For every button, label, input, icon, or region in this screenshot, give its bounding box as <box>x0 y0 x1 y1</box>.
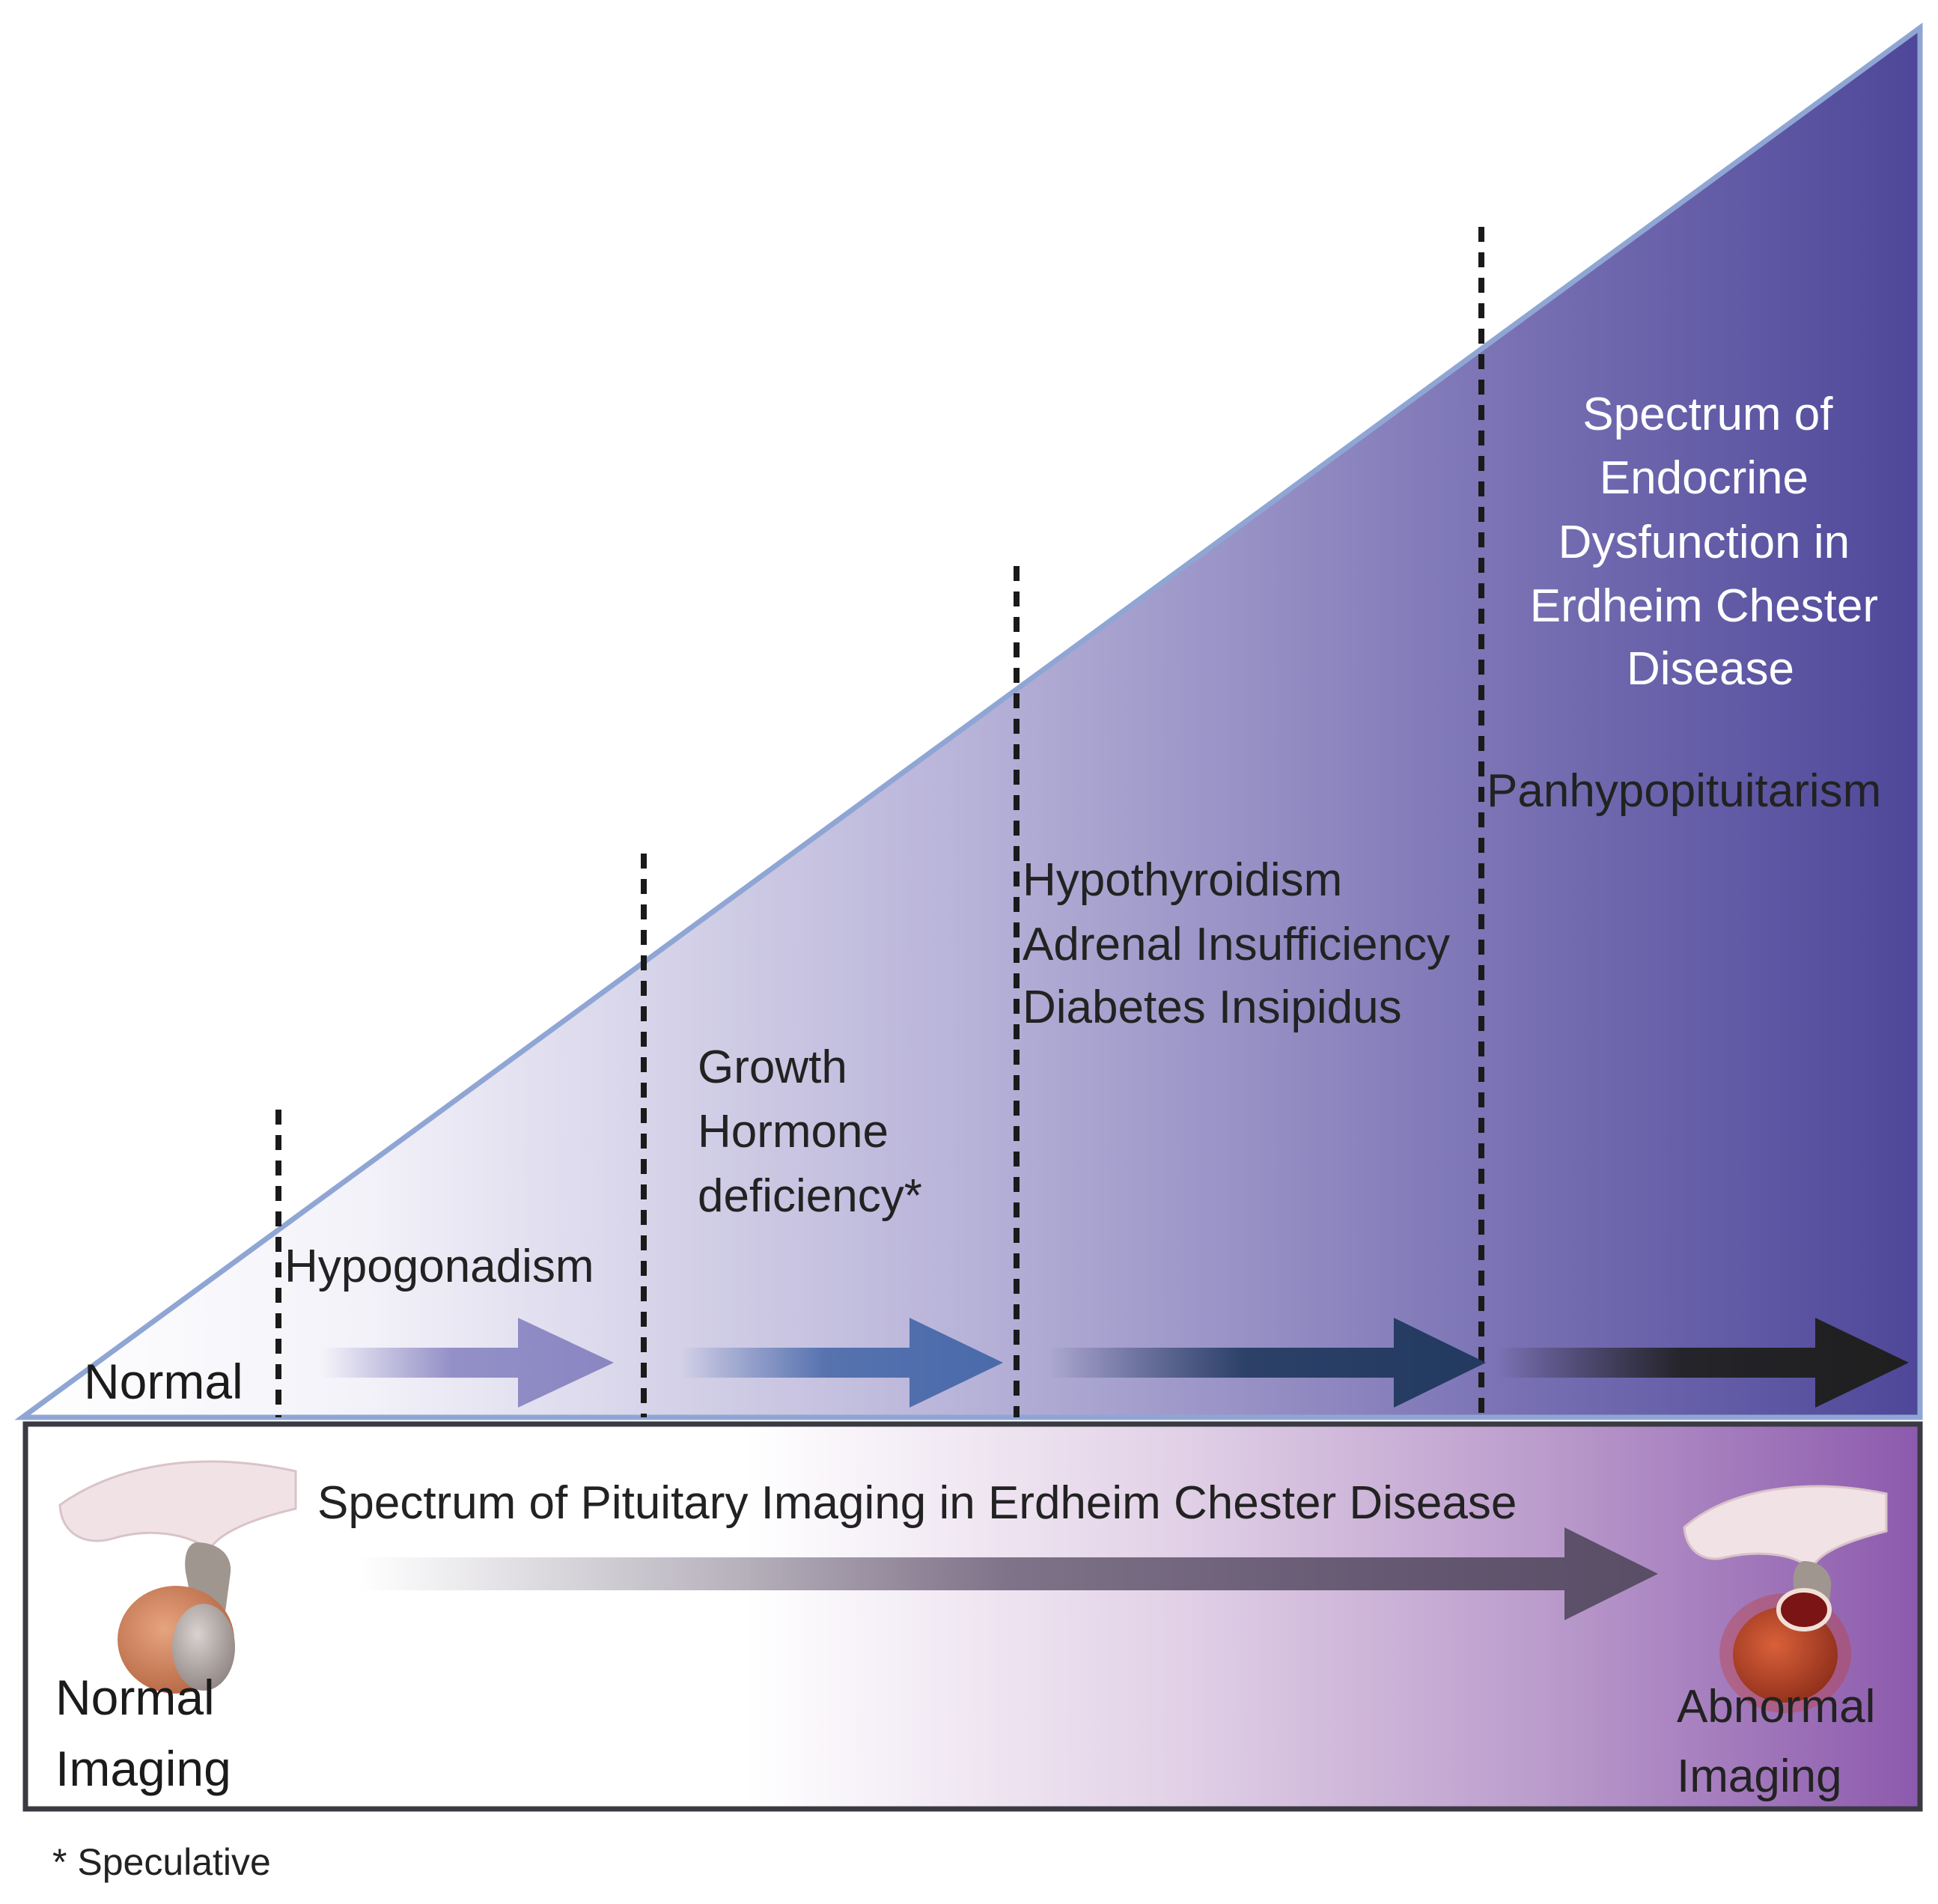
imaging-bar-title: Spectrum of Pituitary Imaging in Erdheim… <box>317 1477 1517 1529</box>
normal-imaging-label: Normal Imaging <box>55 1670 231 1796</box>
progression-arrow-4 <box>1497 1318 1909 1408</box>
imaging-progression-arrow <box>359 1527 1658 1620</box>
endocrine-spectrum-triangle <box>14 22 1923 1420</box>
progression-arrow-3 <box>1048 1318 1486 1408</box>
stage-label-multi-hormone: Hypothyroidism Adrenal Insufficiency Dia… <box>1023 854 1463 1033</box>
abnormal-imaging-label: Abnormal Imaging <box>1677 1681 1889 1802</box>
progression-arrow-2 <box>681 1318 1003 1408</box>
speculative-footnote: * Speculative <box>52 1841 271 1883</box>
normal-pituitary-icon <box>58 1460 297 1694</box>
stage-label-hypogonadism: Hypogonadism <box>284 1241 594 1292</box>
progression-arrow-1 <box>322 1318 614 1408</box>
stage-label-panhypopituitarism: Panhypopituitarism <box>1487 765 1881 817</box>
stage-label-normal: Normal <box>84 1354 243 1409</box>
abnormal-pituitary-icon <box>1683 1485 1888 1713</box>
stage-label-growth-hormone: Growth Hormone deficiency* <box>698 1041 922 1222</box>
imaging-spectrum-bar <box>22 1421 1923 1812</box>
triangle-summary-title: Spectrum of Endocrine Dysfunction in Erd… <box>1530 389 1891 695</box>
